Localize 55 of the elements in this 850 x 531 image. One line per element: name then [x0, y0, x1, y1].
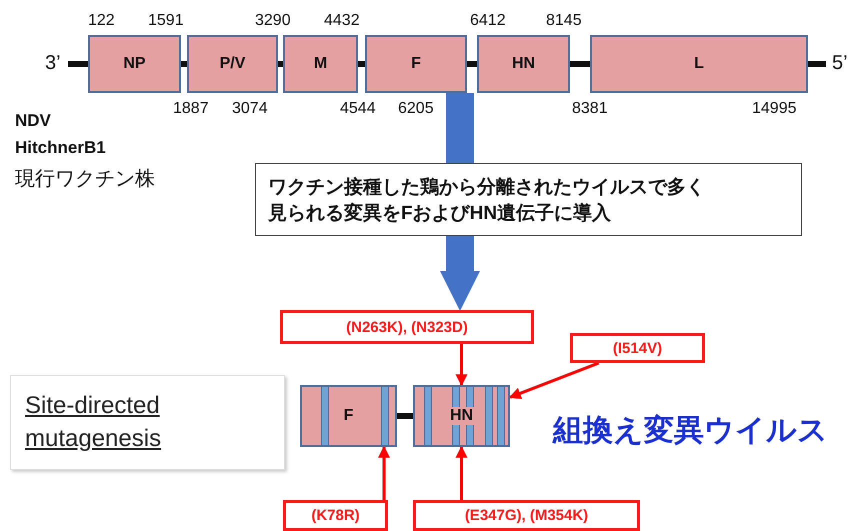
text-box: [255, 163, 802, 236]
position-number: 122: [88, 12, 115, 30]
gene-box: [300, 385, 397, 447]
position-number: 3074: [232, 100, 268, 118]
mutation-box: [570, 333, 705, 363]
text-panel: [10, 375, 285, 470]
gene-label: L: [694, 55, 704, 73]
mutation-box: [413, 500, 640, 531]
description-text: ワクチン接種した鶏から分離されたウイルスで多く見られる変異をFおよびHN遺伝子に導入: [268, 176, 706, 226]
position-number: 4432: [324, 12, 360, 30]
position-number: 3290: [255, 12, 291, 30]
position-number: 6412: [470, 12, 506, 30]
result-label: 組換え変異ウイルス: [553, 412, 828, 449]
mutation-label: (I514V): [612, 340, 662, 356]
gene-box: [283, 35, 358, 93]
genome-line: [397, 413, 413, 419]
genome-line: [278, 61, 283, 67]
genome-line: [570, 61, 590, 67]
position-number: 6205: [398, 100, 434, 118]
mutation-label: (N263K), (N323D): [346, 318, 468, 336]
description-text: Site-directed mutagenesis: [25, 391, 162, 454]
gene-box: [413, 385, 510, 447]
gene-box: [590, 35, 808, 93]
mutation-label: (E347G), (M354K): [464, 507, 588, 524]
arrow: [508, 362, 600, 399]
gene-box: [187, 35, 278, 93]
mutation-label: (K78R): [311, 507, 360, 524]
gene-label: P/V: [220, 55, 246, 73]
mutation-box: [280, 310, 534, 344]
genome-line: [467, 61, 477, 67]
position-number: 14995: [752, 100, 796, 118]
genome-line: [358, 61, 365, 67]
gene-box: [365, 35, 467, 93]
position-number: 8145: [546, 12, 582, 30]
gene-label: NP: [123, 55, 146, 73]
mutation-box: [283, 500, 388, 531]
gene-box: [477, 35, 570, 93]
gene-label: M: [314, 55, 328, 73]
position-number: 1591: [148, 12, 184, 30]
arrow: [456, 344, 468, 386]
caption-text: 現行ワクチン株: [15, 167, 155, 192]
gene-label: F: [411, 55, 421, 73]
virus-name: NDV: [15, 111, 51, 131]
strand-end-label: 5’: [832, 52, 848, 75]
position-number: 8381: [572, 100, 608, 118]
strand-end-label: 3’: [45, 52, 61, 75]
position-number: 4544: [340, 100, 376, 118]
position-number: 1887: [173, 100, 209, 118]
arrow: [378, 446, 390, 500]
strain-name: HitchnerB1: [15, 138, 106, 158]
gene-label: HN: [512, 55, 536, 73]
gene-box: [88, 35, 181, 93]
genome-line: [181, 61, 187, 67]
arrow: [456, 446, 468, 500]
block-arrow: [440, 236, 480, 311]
